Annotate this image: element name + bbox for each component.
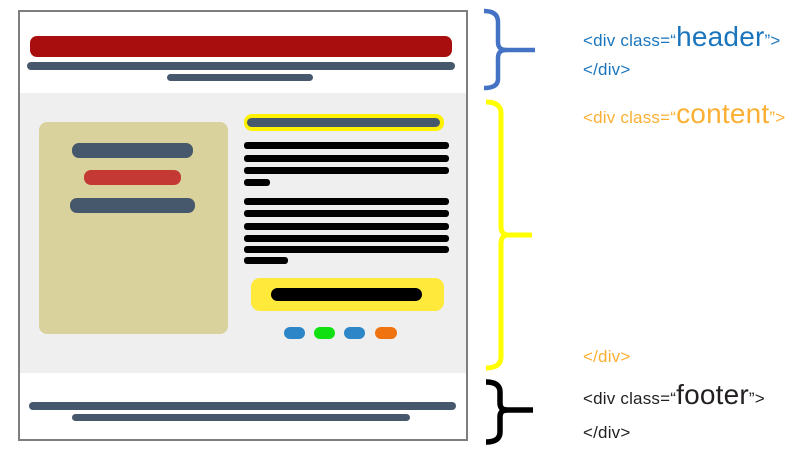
wf-header-line-1 [27,62,455,70]
code-content-open-prefix: <div class=“ [583,108,677,127]
wf-text-line [244,223,449,230]
wf-button-blue-2 [344,327,365,339]
code-content-close: </div> [583,347,631,366]
code-header-open-suffix: ”> [764,31,781,50]
wf-heading-bar [247,118,440,127]
wf-text-line [244,155,449,162]
wireframe-content-section [20,93,466,373]
code-content-open: <div class=“content”> [583,98,785,130]
wf-text-line [244,235,449,242]
wf-header-line-2 [167,74,313,81]
wf-cta-bar [271,288,422,301]
wf-footer-line-1 [29,402,456,410]
code-header-class-name: header [676,21,765,52]
wf-text-line-short [244,257,288,264]
header-brace [483,8,535,91]
wf-button-orange [375,327,397,339]
code-footer-close: </div> [583,423,631,442]
code-header-open-prefix: <div class=“ [583,31,677,50]
code-footer-open-prefix: <div class=“ [583,389,677,408]
code-header-open: <div class=“header”> [583,21,781,53]
wf-cta-box [251,278,444,311]
code-footer-class-name: footer [676,379,749,410]
wf-sidebar-bar-1 [72,143,193,158]
code-content-open-suffix: ”> [769,108,786,127]
wf-image-placeholder [39,122,228,334]
wf-text-line [244,210,449,217]
wf-sidebar-bar-accent [84,170,181,185]
wf-text-line [244,246,449,253]
wf-button-green [314,327,335,339]
code-footer-open-suffix: ”> [748,389,765,408]
wf-text-line-short [244,179,270,186]
wireframe-header-section [20,12,466,93]
wireframe-footer-section [20,373,466,439]
wf-sidebar-bar-2 [70,198,195,213]
content-brace [485,99,532,371]
code-footer-open: <div class=“footer”> [583,379,765,411]
footer-brace [485,379,533,445]
wf-text-line [244,198,449,205]
wf-button-blue-1 [284,327,305,339]
wf-heading-highlight [244,114,444,131]
wf-footer-line-2 [72,414,410,421]
code-header-close: </div> [583,60,631,79]
code-content-class-name: content [676,98,770,129]
wf-header-title-bar [30,36,452,57]
wireframe-panel [18,10,468,441]
wf-text-line [244,167,449,174]
wf-text-line [244,142,449,149]
